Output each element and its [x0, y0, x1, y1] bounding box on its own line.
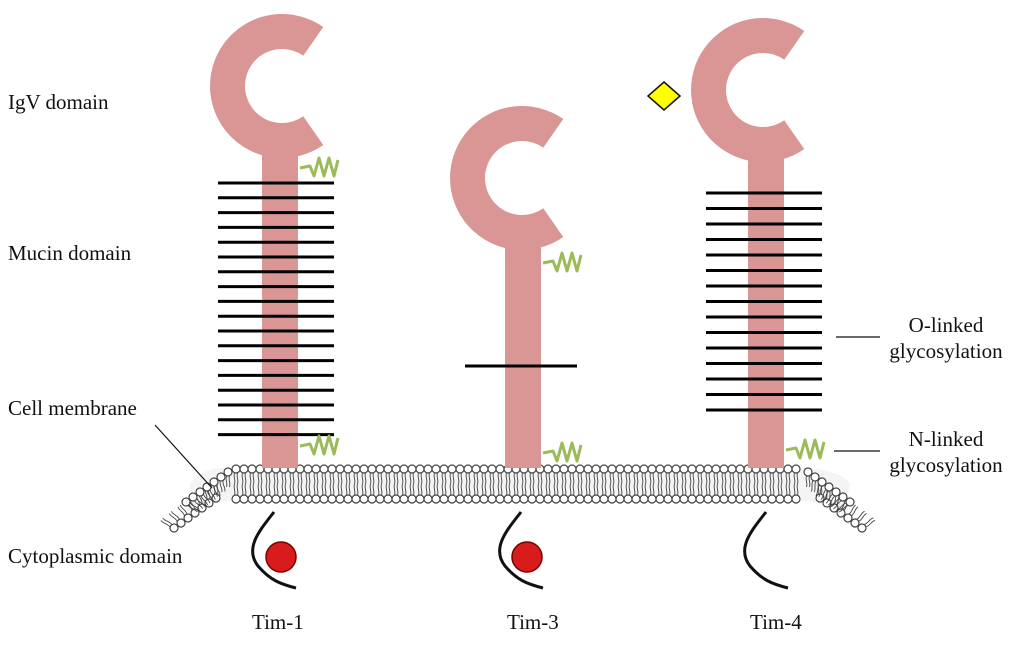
tim-3-protein: [450, 105, 583, 590]
cell-membrane-label: Cell membrane: [8, 396, 137, 420]
tim-3-stalk: [505, 238, 541, 468]
n-linked-label-line-1: N-linked: [908, 427, 984, 451]
n-glycan-icon: [299, 156, 340, 178]
tim-3-label: Tim-3: [507, 610, 559, 634]
cytoplasmic-tail: [251, 511, 297, 590]
n-glycan-icon: [542, 251, 583, 273]
tim-1-stalk: [262, 150, 298, 468]
tim-4-stalk: [748, 150, 784, 468]
tim-1-label: Tim-1: [252, 610, 304, 634]
cytoplasmic-tail: [498, 511, 544, 590]
n-glycan-icon: [542, 441, 583, 463]
tim-3-phosphorylation-site: [511, 541, 543, 573]
igv-domain-label: IgV domain: [8, 90, 109, 114]
cell-membrane-pointer-line: [154, 424, 213, 489]
n-linked-label-line-2: glycosylation: [889, 453, 1003, 477]
tim-1-igv-domain: [210, 13, 324, 158]
mucin-domain-label: Mucin domain: [8, 241, 132, 265]
tim-4-protein: [646, 17, 826, 590]
tim-4-diamond-marker: [646, 81, 682, 111]
tim-3-igv-domain: [450, 105, 564, 250]
tim-1-protein: [210, 13, 340, 590]
o-linked-glycosylation-label: O-linked glycosylation: [870, 312, 1022, 364]
tim-4-label: Tim-4: [750, 610, 802, 634]
n-glycan-icon: [299, 434, 340, 456]
lipid-head-inner: [855, 515, 878, 535]
cytoplasmic-domain-label: Cytoplasmic domain: [8, 544, 183, 568]
o-linked-label-line-2: glycosylation: [889, 339, 1003, 363]
tim-4-igv-domain: [690, 17, 805, 163]
tim-1-phosphorylation-site: [265, 541, 297, 573]
n-glycan-icon: [785, 438, 826, 460]
proteins-layer: [210, 13, 826, 590]
cytoplasmic-tail: [743, 511, 789, 590]
cell-membrane-bilayer: [158, 464, 878, 535]
n-linked-glycosylation-label: N-linked glycosylation: [870, 426, 1022, 478]
lipid-head-inner: [158, 515, 181, 535]
o-linked-label-line-1: O-linked: [908, 313, 984, 337]
